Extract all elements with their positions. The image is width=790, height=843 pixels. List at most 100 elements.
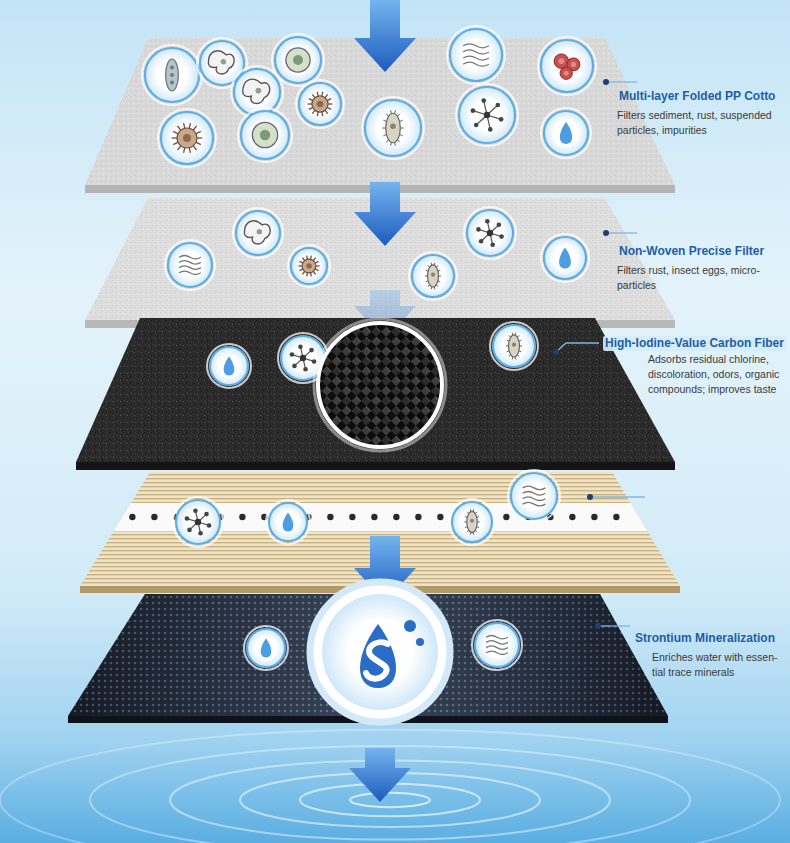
icon-halo: [541, 108, 591, 158]
egg-strand: [463, 44, 489, 48]
perforation: [349, 514, 355, 520]
contaminant-icon: [244, 626, 288, 670]
leader-line: [598, 625, 630, 626]
atom: [290, 352, 295, 357]
icon-bubble: [511, 473, 557, 519]
contaminant-icon: [142, 45, 202, 105]
icon-bubble: [493, 325, 535, 367]
atom: [303, 367, 308, 372]
egg-strand: [486, 636, 508, 639]
atom: [485, 219, 490, 224]
atom: [185, 516, 190, 521]
icon-halo: [207, 344, 251, 388]
icon-halo: [244, 626, 288, 670]
icon-bubble: [247, 629, 285, 667]
leader-dot: [587, 494, 593, 500]
atom: [490, 243, 495, 248]
water-drop: [559, 248, 571, 269]
contaminant-icon: [233, 208, 283, 258]
icon-bubble: [544, 111, 588, 155]
icon-halo: [233, 208, 283, 258]
icon-bubble: [269, 503, 307, 541]
amoeba-nucleus: [221, 59, 226, 64]
perforation: [569, 514, 575, 520]
atom: [312, 359, 317, 364]
atom: [488, 127, 493, 132]
leader-line: [556, 343, 599, 352]
contaminant-icon: [266, 500, 310, 544]
paramecium-core: [470, 519, 474, 523]
atom: [207, 523, 212, 528]
icon-bubble: [450, 29, 502, 81]
amoeba-nucleus: [257, 229, 262, 234]
contaminant-icon: [362, 97, 424, 159]
icon-halo: [447, 26, 505, 84]
contaminant-icon: [456, 84, 518, 146]
leader-dot: [603, 79, 609, 85]
layer-description: Enriches water with essen- tial trace mi…: [652, 650, 784, 680]
icon-halo: [142, 45, 202, 105]
amoeba: [243, 79, 270, 103]
flow-arrow: [354, 182, 416, 246]
egg-strand: [523, 497, 546, 501]
contaminant-icon: [296, 80, 344, 128]
icon-halo: [173, 497, 223, 547]
egg-strand: [463, 50, 489, 54]
icon-bubble: [236, 211, 280, 255]
contaminant-icon: [165, 240, 215, 290]
icon-bubble: [234, 69, 280, 115]
icon-halo: [541, 234, 589, 282]
icon-bubble: [365, 100, 421, 156]
ripple: [0, 730, 780, 843]
egg-strand: [179, 271, 201, 274]
layer-heading: High-Iodine-Value Carbon Fiber: [603, 336, 786, 351]
atom: [300, 355, 306, 361]
spore: [177, 128, 197, 148]
icon-bubble: [459, 87, 515, 143]
red-cell-core: [558, 58, 564, 64]
icon-halo: [472, 620, 522, 670]
amoeba-nucleus: [256, 88, 262, 94]
spore-core: [183, 134, 191, 142]
atom: [198, 531, 203, 536]
mineral-shade: [68, 594, 668, 716]
atom: [298, 344, 303, 349]
atom: [193, 508, 198, 513]
icon-halo: [288, 245, 330, 287]
layer-heading: Strontium Mineralization: [633, 631, 777, 646]
egg-strand: [463, 62, 489, 66]
icon-bubble: [176, 500, 220, 544]
icon-bubble: [475, 623, 519, 667]
mineral-layer: [68, 594, 668, 723]
icon-bubble: [161, 112, 213, 164]
spore-core: [306, 263, 312, 269]
layer-description: Filters rust, insect eggs, micro-particl…: [617, 263, 785, 293]
atom: [479, 239, 484, 244]
layer-edge: [76, 462, 675, 470]
ripple: [350, 793, 430, 807]
contaminant-icon: [447, 26, 505, 84]
amoeba: [244, 221, 270, 244]
perforation: [613, 514, 619, 520]
icon-bubble: [467, 210, 513, 256]
contaminant-icon: [173, 497, 223, 547]
icon-halo: [508, 470, 560, 522]
perforation: [415, 514, 421, 520]
atom: [484, 112, 490, 118]
icon-halo: [296, 80, 344, 128]
paramecium-core: [390, 123, 396, 129]
leader-line: [606, 232, 637, 233]
icon-halo: [464, 207, 516, 259]
logo-bubble: [404, 620, 416, 632]
contaminant-icon: [158, 109, 216, 167]
cell: [252, 122, 277, 147]
cell-core: [260, 130, 270, 140]
cell-core: [293, 55, 303, 65]
rod-dot: [170, 65, 174, 69]
spore: [302, 259, 316, 273]
carbon-zoom-ring: [314, 319, 446, 451]
cell: [286, 48, 310, 72]
red-cell-core: [564, 71, 569, 76]
